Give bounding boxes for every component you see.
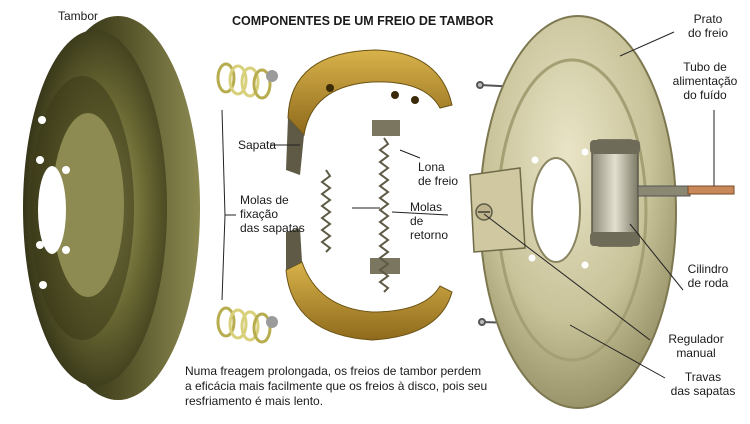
return-springs xyxy=(320,137,390,293)
drum-bolt-hole xyxy=(62,246,70,254)
upper-shoe-lining xyxy=(287,49,453,137)
brake-shoes xyxy=(285,49,453,341)
leader-lines xyxy=(221,31,715,379)
manual-adjuster xyxy=(469,167,526,253)
holding-spring-top xyxy=(216,62,278,100)
label-sapata: Sapata xyxy=(238,138,277,152)
label-lona: Lona de freio xyxy=(418,160,459,188)
plate-center-hole xyxy=(531,157,581,263)
label-tambor: Tambor xyxy=(58,9,99,23)
label-prato: Prato do freio xyxy=(687,12,729,40)
label-molas-fixacao: Molas de fixação das sapatas xyxy=(240,193,305,235)
holding-spring-bottom xyxy=(216,306,278,344)
drum-center-hole xyxy=(38,166,66,254)
upper-shoe-bracket xyxy=(372,120,400,136)
drum-bolt-hole xyxy=(62,166,70,174)
drum-bolt-hole xyxy=(36,156,44,164)
label-tubo: Tubo de alimentação do fuído xyxy=(672,60,738,102)
diagram-title: COMPONENTES DE UM FREIO DE TAMBOR xyxy=(232,14,494,28)
holding-springs xyxy=(216,62,278,344)
drum-bolt-hole xyxy=(39,281,47,289)
return-spring-right xyxy=(378,137,390,293)
drum-bolt-hole xyxy=(38,116,46,124)
label-cilindro: Cilindro de roda xyxy=(687,262,729,290)
lower-shoe-lining xyxy=(285,261,453,341)
lower-shoe-web xyxy=(286,228,302,270)
upper-shoe-web xyxy=(286,118,304,175)
caption: Numa freagem prolongada, os freios de ta… xyxy=(185,364,488,408)
label-travas: Travas das sapatas xyxy=(670,370,736,398)
brake-drum xyxy=(23,16,200,400)
return-spring-left xyxy=(320,169,332,253)
fluid-tube xyxy=(637,185,735,197)
drum-bolt-hole xyxy=(36,241,44,249)
label-regulador: Regulador manual xyxy=(668,332,724,360)
wheel-cylinder xyxy=(590,139,640,247)
drum-hub xyxy=(52,113,124,297)
label-molas-retorno: Molas de retorno xyxy=(410,200,449,242)
